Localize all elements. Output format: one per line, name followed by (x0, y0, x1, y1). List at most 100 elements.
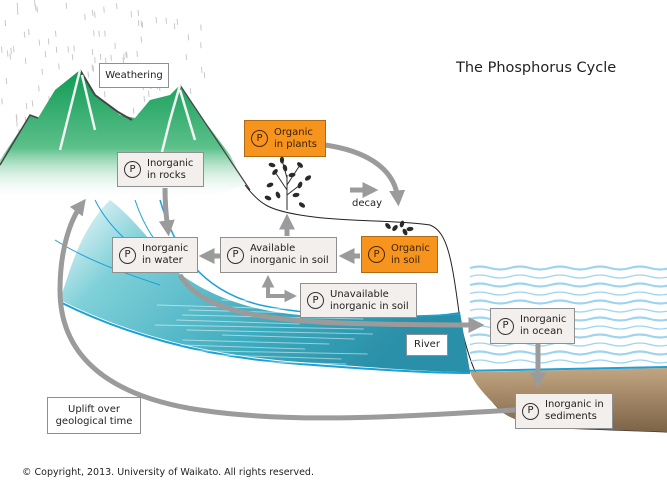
node-inorganic-in-sediments: P Inorganic in sediments (515, 393, 613, 429)
phosphorus-icon: P (368, 246, 385, 263)
raindrop (38, 85, 40, 92)
weathering-label: Weathering (99, 63, 169, 88)
leaf (268, 162, 276, 168)
raindrop (140, 20, 143, 27)
raindrop (41, 68, 44, 75)
raindrop (203, 72, 206, 79)
arrow-available-to-unavailable (266, 288, 298, 303)
node-inorganic-in-water: P Inorganic in water (112, 237, 198, 273)
raindrop (200, 24, 202, 31)
phosphorus-icon: P (251, 130, 268, 147)
raindrop (25, 103, 28, 110)
raindrop (143, 95, 146, 102)
raindrop (6, 50, 9, 57)
diagram-title: The Phosphorus Cycle (456, 60, 617, 76)
phosphorus-icon: P (227, 246, 244, 264)
raindrop (16, 8, 19, 15)
raindrop (54, 30, 57, 37)
raindrop (155, 17, 158, 24)
leaf (304, 175, 312, 181)
phosphorus-icon: P (497, 317, 514, 335)
raindrop (58, 63, 60, 70)
raindrop (9, 53, 12, 60)
raindrop (5, 78, 8, 85)
raindrop (99, 53, 102, 60)
wave-line (469, 342, 667, 347)
raindrop (28, 29, 30, 36)
raindrop (92, 65, 95, 72)
wave-line (469, 265, 667, 271)
river-streak (177, 364, 326, 370)
node-organic-in-soil: P Organic in soil (361, 236, 438, 273)
wave-line (469, 359, 667, 364)
raindrop (98, 30, 100, 37)
raindrop (200, 66, 203, 73)
phosphorus-icon: P (522, 402, 539, 420)
raindrop (38, 39, 41, 46)
wave-line (469, 291, 667, 296)
raindrop (103, 6, 105, 13)
node-inorganic-in-rocks: P Inorganic in rocks (117, 152, 204, 187)
river-streak (218, 354, 342, 360)
raindrop (44, 51, 47, 58)
leaf (385, 223, 391, 229)
phosphorus-icon: P (119, 246, 136, 264)
node-available-inorganic-in-soil: P Available inorganic in soil (220, 237, 337, 273)
node-label: Inorganic in ocean (520, 314, 567, 337)
flow-arrows (57, 142, 547, 421)
raindrop (4, 20, 7, 27)
raindrop (189, 88, 192, 95)
raindrop (91, 9, 94, 16)
leaf (264, 195, 272, 201)
node-label: Inorganic in rocks (147, 157, 194, 181)
raindrop (34, 0, 36, 7)
leaf (297, 162, 303, 168)
copyright-notice: © Copyright, 2013. University of Waikato… (22, 467, 314, 478)
phosphorus-icon: P (124, 161, 141, 178)
decay-label: decay (352, 198, 383, 209)
leaf (279, 156, 285, 164)
leaf (282, 164, 288, 172)
raindrop (141, 21, 144, 28)
raindrop (123, 53, 125, 60)
raindrop (10, 47, 12, 55)
raindrop (73, 45, 75, 52)
leaf (297, 181, 303, 189)
raindrop (132, 107, 135, 114)
leaf (298, 202, 306, 208)
raindrop (91, 48, 94, 56)
raindrop (115, 3, 118, 10)
raindrop (104, 91, 106, 98)
raindrop (137, 9, 140, 16)
raindrop (136, 50, 138, 57)
node-label: Inorganic in water (142, 243, 189, 266)
wave-line (469, 274, 667, 279)
raindrop (185, 53, 188, 61)
leaf (399, 220, 405, 228)
raindrop (147, 90, 150, 97)
node-organic-in-plants: P Organic in plants (244, 120, 326, 157)
node-unavailable-inorganic-in-soil: P Unavailable inorganic in soil (300, 283, 417, 318)
river-label: River (406, 334, 448, 356)
wave-line (469, 282, 667, 288)
phosphorus-icon: P (307, 292, 324, 309)
node-label: Available inorganic in soil (250, 243, 329, 266)
raindrop (31, 100, 34, 107)
raindrop (126, 52, 128, 59)
river-streak (160, 349, 368, 355)
raindrop (165, 17, 168, 24)
arrow-rocks-to-water (158, 187, 175, 237)
raindrop (114, 42, 116, 49)
leaf (406, 226, 414, 232)
raindrop (87, 71, 90, 78)
node-label: Organic in plants (274, 126, 318, 150)
raindrop (110, 54, 112, 61)
river-streak (222, 334, 355, 340)
raindrop (36, 6, 39, 13)
raindrop (140, 36, 143, 43)
raindrop (67, 46, 69, 53)
raindrop (104, 30, 106, 37)
raindrop (104, 57, 107, 64)
leaf (272, 169, 278, 175)
raindrop (1, 98, 3, 105)
